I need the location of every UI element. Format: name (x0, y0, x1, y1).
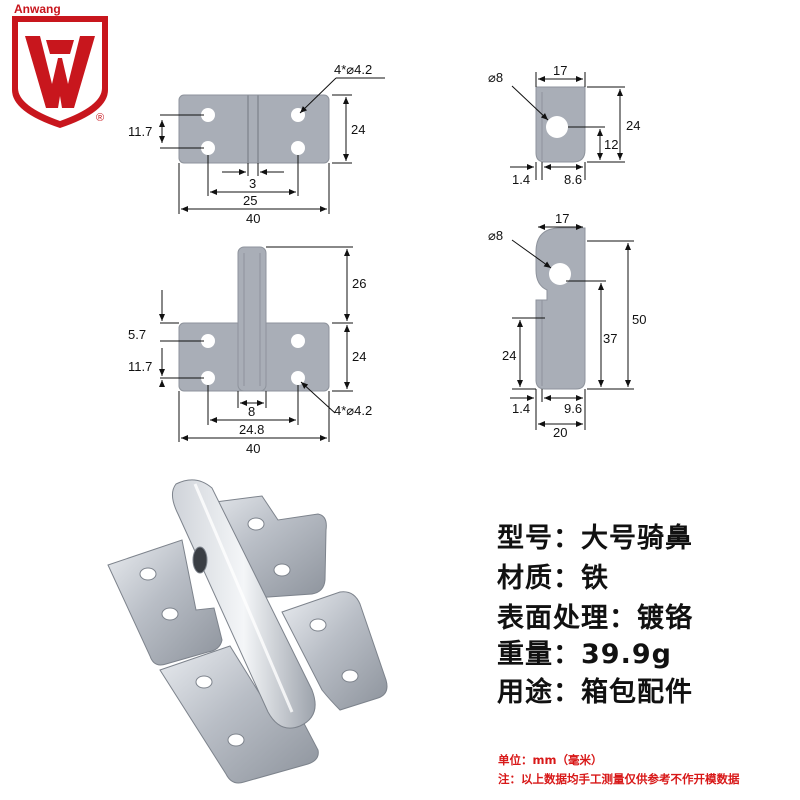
dim-pitch-v-fig1: 11.7 (128, 124, 152, 139)
spec-weight-key: 重量： (497, 639, 581, 670)
dim-hole-fig2: ⌀8 (488, 70, 503, 85)
dim-width-fig4: 17 (555, 211, 569, 226)
dim-total-fig4: 50 (632, 312, 646, 327)
dim-pitch-h-fig1: 25 (243, 193, 257, 208)
dim-post-fig3: 26 (352, 276, 366, 291)
dim-base-fig4: 20 (553, 425, 567, 440)
dim-offset-fig2: 8.6 (564, 172, 582, 187)
dim-hole-fig4: ⌀8 (488, 228, 503, 243)
spec-material: 材质：铁 (497, 556, 609, 595)
spec-finish-key: 表面处理： (497, 603, 637, 634)
dim-hole-fig3: 4*⌀4.2 (334, 403, 372, 418)
bracket-tall-side-view (510, 224, 634, 430)
spec-usage-key: 用途： (497, 677, 581, 708)
registered-mark: ® (96, 112, 104, 124)
dim-height-fig1: 24 (351, 122, 365, 137)
brand-name: Anwang (14, 2, 61, 16)
disclaimer-note: 注：以上数据均手工测量仅供参考不作开模数据 (498, 772, 740, 786)
dim-offset-fig4: 9.6 (564, 401, 582, 416)
plate-top-view (159, 77, 385, 214)
dim-rod-fig3: 8 (248, 404, 255, 419)
dim-hole-fig1: 4*⌀4.2 (334, 62, 372, 77)
dim-width-fig3: 40 (246, 441, 260, 456)
spec-usage-value: 箱包配件 (581, 677, 693, 708)
spec-weight: 重量：39.9g (497, 632, 672, 671)
spec-model-key: 型号： (497, 523, 581, 554)
dim-width-fig1: 40 (246, 211, 260, 226)
dim-pitch-h-fig3: 24.8 (239, 422, 264, 437)
dim-width-fig2: 17 (553, 63, 567, 78)
dim-thick-fig2: 1.4 (512, 172, 530, 187)
spec-weight-value: 39.9g (581, 639, 672, 670)
unit-note: 单位：mm（毫米） (498, 753, 603, 767)
dim-height-fig2: 24 (626, 118, 640, 133)
dim-inner-fig4: 37 (603, 331, 617, 346)
spec-material-value: 铁 (581, 563, 609, 594)
plate-with-post-view (159, 246, 353, 442)
dim-thick-fig4: 1.4 (512, 401, 530, 416)
spec-finish-value: 镀铬 (637, 603, 693, 634)
dim-lower-fig4: 24 (502, 348, 516, 363)
dim-height-fig3: 24 (352, 349, 366, 364)
bracket-side-view (510, 72, 625, 180)
dim-pitch-v-fig3: 11.7 (128, 359, 152, 374)
spec-model: 型号：大号骑鼻 (497, 516, 693, 555)
dim-gap-fig1: 3 (249, 176, 256, 191)
spec-usage: 用途：箱包配件 (497, 670, 693, 709)
dim-edge-fig3: 5.7 (128, 327, 146, 342)
spec-material-key: 材质： (497, 563, 581, 594)
spec-finish: 表面处理：镀铬 (497, 596, 693, 635)
anwang-logo (12, 16, 108, 128)
product-photo (107, 479, 388, 784)
spec-model-value: 大号骑鼻 (581, 523, 693, 554)
dim-center-fig2: 12 (604, 137, 618, 152)
